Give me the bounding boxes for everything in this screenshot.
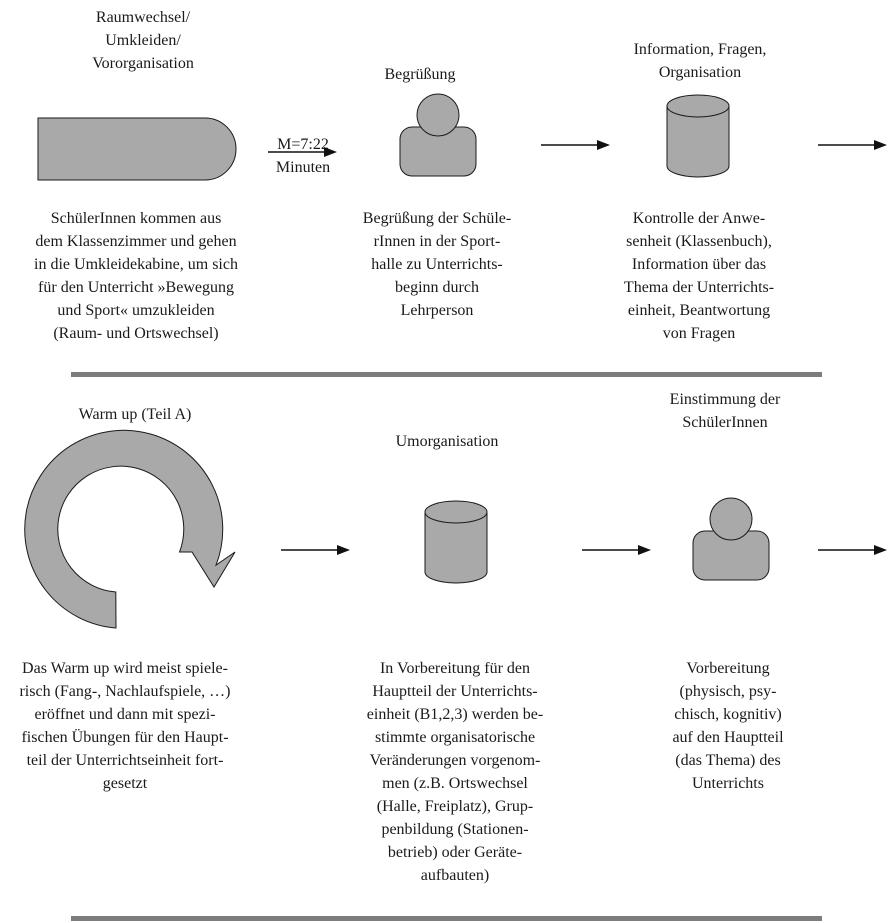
step-title-information: Information, Fragen, Organisation [633,41,767,81]
step-title-umorganisation: Umorganisation [395,433,499,450]
step-description-warm-up: Das Warm up wird meist spiele- risch (Fa… [19,660,231,792]
person-icon [692,497,770,581]
rounded-bar-shape [37,117,237,181]
step-description-einstimmung: Vorbereitung (physisch, psy- chisch, kog… [672,660,784,792]
step-description-information: Kontrolle der Anwe- senheit (Klassenbuch… [623,210,775,342]
flow-arrow-1 [268,146,338,158]
step-title-begruessung: Begrüßung [384,66,456,83]
flow-arrow-6 [818,544,888,556]
row-divider-1 [71,372,822,377]
cylinder-icon [666,94,730,178]
step-title-einstimmung: Einstimmung der SchülerInnen [669,391,781,431]
arrow-label-unit: Minuten [275,159,331,176]
step-description-umorganisation: In Vorbereitung für den Hauptteil der Un… [366,660,544,884]
flow-arrow-4 [281,544,351,556]
step-title-warm-up: Warm up (Teil A) [78,406,192,423]
row-divider-2 [71,916,822,921]
step-description-raumwechsel: SchülerInnen kommen aus dem Klassenzimme… [34,210,238,342]
step-title-raumwechsel: Raumwechsel/ Umkleiden/ Vororganisation [92,9,194,72]
arrow-label-duration: M=7:22 [277,136,329,153]
cylinder-icon [424,500,488,584]
flow-arrow-2 [541,139,611,151]
flow-arrow-3 [818,139,888,151]
step-description-begruessung: Begrüßung der Schüle- rInnen in der Spor… [362,210,512,319]
circular-arrow-icon [0,429,270,630]
flow-arrow-5 [582,544,652,556]
person-icon [399,93,477,177]
